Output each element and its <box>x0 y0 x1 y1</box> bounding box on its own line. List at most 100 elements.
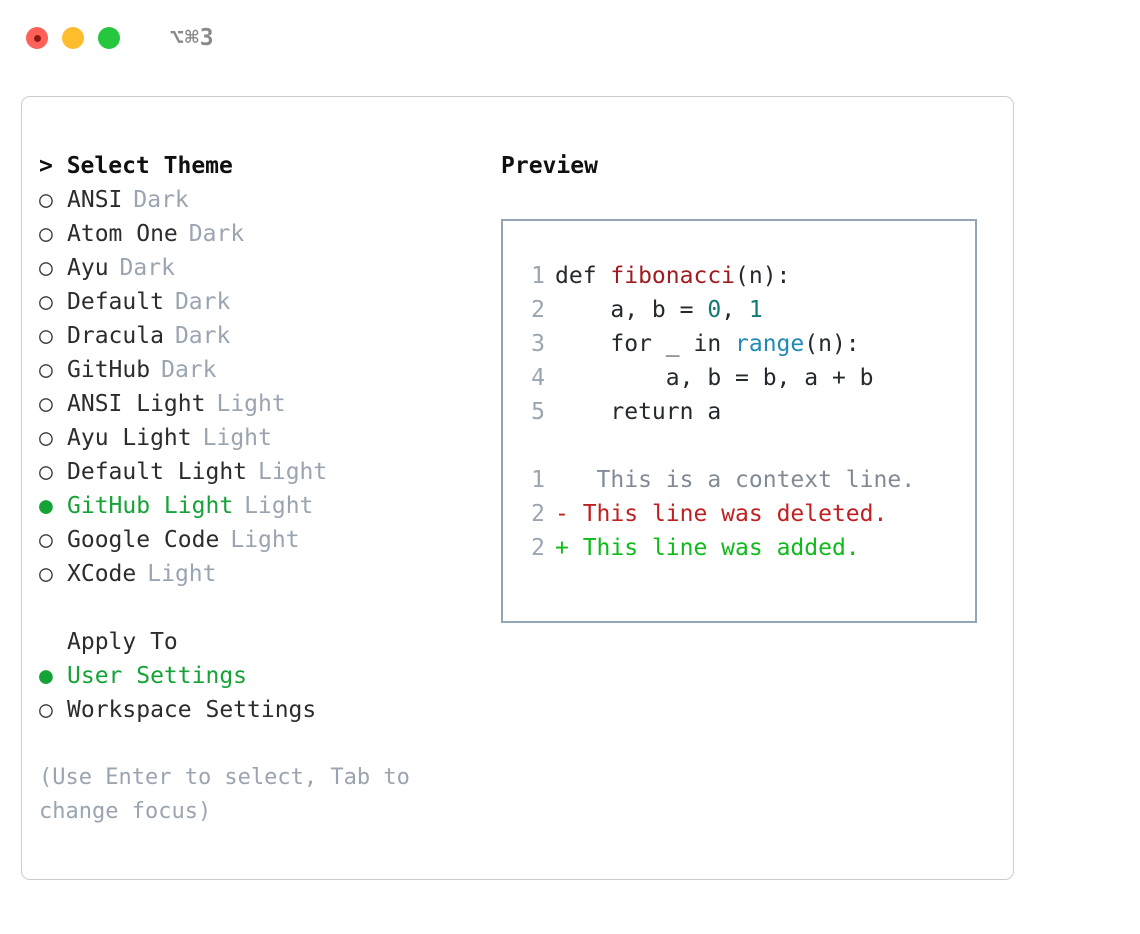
code-line-number: 2 <box>531 297 545 323</box>
theme-option-label: Atom One <box>67 221 178 247</box>
diff-sample: 1 This is a context line. 2- This line wa… <box>503 463 975 565</box>
apply-to-option-workspace-settings[interactable]: ○ Workspace Settings <box>39 693 489 727</box>
diff-line-content: This line was added. <box>568 535 860 561</box>
theme-variant-tag: Dark <box>188 221 245 247</box>
radio-unselected-icon: ○ <box>39 459 53 485</box>
theme-variant-tag: Light <box>258 459 328 485</box>
diff-sign: + <box>555 535 569 561</box>
code-token: a, b = b, a + b <box>555 365 874 391</box>
code-line: 3 for _ in range(n): <box>503 327 975 361</box>
select-theme-heading: > Select Theme <box>39 153 233 179</box>
diff-sign: - <box>555 501 569 527</box>
apply-to-option-user-settings[interactable]: ● User Settings <box>39 659 489 693</box>
radio-unselected-icon: ○ <box>39 221 53 247</box>
code-line-content: a, b = b, a + b <box>555 361 874 395</box>
theme-variant-tag: Dark <box>174 323 231 349</box>
code-line-number: 1 <box>531 263 545 289</box>
code-line: 2 a, b = 0, 1 <box>503 293 975 327</box>
apply-to-option-label: User Settings <box>67 663 248 689</box>
code-token: range <box>735 331 805 357</box>
code-line: 4 a, b = b, a + b <box>503 361 975 395</box>
minimize-button[interactable] <box>62 27 84 49</box>
diff-line-number: 2 <box>531 535 545 561</box>
code-token: 1 <box>748 297 763 323</box>
code-line-content: return a <box>555 395 721 429</box>
code-token: (n): <box>735 263 791 289</box>
theme-option-dracula[interactable]: ○ Dracula Dark <box>39 319 489 353</box>
theme-variant-tag: Light <box>202 425 272 451</box>
radio-unselected-icon: ○ <box>39 187 53 213</box>
theme-option-label: ANSI <box>67 187 123 213</box>
theme-option-ansi[interactable]: ○ ANSI Dark <box>39 183 489 217</box>
theme-option-label: Ayu Light <box>67 425 192 451</box>
diff-sign <box>555 463 569 497</box>
apply-to-options: ● User Settings ○ Workspace Settings <box>39 659 489 727</box>
radio-unselected-icon: ○ <box>39 357 53 383</box>
code-line-content: a, b = 0, 1 <box>555 293 763 327</box>
theme-variant-tag: Dark <box>161 357 217 383</box>
theme-variant-tag: Light <box>147 561 217 587</box>
theme-option-label: GitHub <box>67 357 151 383</box>
theme-variant-tag: Dark <box>174 289 231 315</box>
theme-option-atom-one[interactable]: ○ Atom One Dark <box>39 217 489 251</box>
radio-unselected-icon: ○ <box>39 697 53 723</box>
code-token: 0 <box>707 297 722 323</box>
theme-variant-tag: Dark <box>119 255 175 281</box>
theme-variant-tag: Light <box>230 527 300 553</box>
keyboard-shortcut-label: ⌥⌘3 <box>170 25 215 51</box>
code-line: 1 def fibonacci(n): <box>503 259 975 293</box>
code-line-number: 5 <box>531 399 545 425</box>
code-token: a, b = <box>555 297 708 323</box>
code-token: , <box>721 297 749 323</box>
diff-line-number: 2 <box>531 501 545 527</box>
code-token: (n): <box>804 331 860 357</box>
diff-line-number: 1 <box>531 467 545 493</box>
code-line-content: def fibonacci(n): <box>555 259 790 293</box>
radio-unselected-icon: ○ <box>39 391 53 417</box>
theme-variant-tag: Light <box>244 493 314 519</box>
radio-unselected-icon: ○ <box>39 323 53 349</box>
theme-option-label: Dracula <box>67 323 164 349</box>
radio-unselected-icon: ○ <box>39 255 53 281</box>
code-line: 5 return a <box>503 395 975 429</box>
diff-line-content: This line was deleted. <box>568 501 888 527</box>
theme-option-label: ANSI Light <box>67 391 206 417</box>
code-token: fibonacci <box>610 263 736 289</box>
theme-option-label: XCode <box>67 561 137 587</box>
radio-unselected-icon: ○ <box>39 527 53 553</box>
code-token: def <box>555 263 611 289</box>
theme-option-label: Default <box>67 289 164 315</box>
close-button[interactable] <box>26 27 48 49</box>
radio-selected-icon: ● <box>39 663 53 689</box>
diff-line-content: This is a context line. <box>568 467 916 493</box>
radio-selected-icon: ● <box>39 493 53 519</box>
preview-heading: Preview <box>501 153 598 179</box>
apply-to-option-label: Workspace Settings <box>67 697 317 723</box>
theme-option-github[interactable]: ○ GitHub Dark <box>39 353 489 387</box>
list-spacer <box>39 591 489 625</box>
code-diff-separator <box>503 429 975 463</box>
zoom-button[interactable] <box>98 27 120 49</box>
theme-option-ansi-light[interactable]: ○ ANSI Light Light <box>39 387 489 421</box>
code-line-number: 3 <box>531 331 545 357</box>
code-token: return a <box>555 399 722 425</box>
window-titlebar: ⌥⌘3 <box>0 0 1140 76</box>
theme-variant-tag: Dark <box>133 187 189 213</box>
diff-line-del: 2- This line was deleted. <box>503 497 975 531</box>
theme-variant-tag: Light <box>216 391 286 417</box>
traffic-lights <box>26 27 120 49</box>
diff-line-add: 2 + This line was added. <box>503 531 975 565</box>
